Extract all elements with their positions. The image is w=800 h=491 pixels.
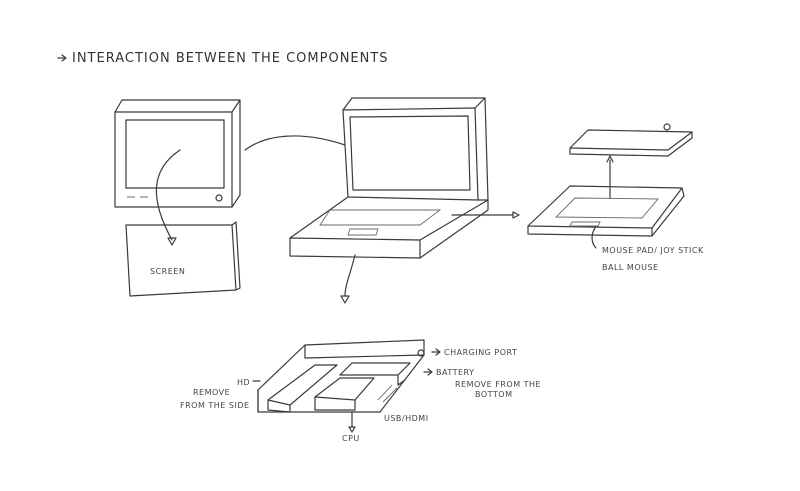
screen-panel-sketch — [125, 221, 241, 297]
arrow-head-icon — [348, 426, 356, 433]
screen-arrow — [155, 149, 181, 241]
label-charging-port: CHARGING PORT — [444, 348, 517, 357]
monitor-sketch — [114, 99, 241, 208]
arrow-head-icon — [431, 348, 441, 356]
label-cpu: CPU — [342, 434, 360, 443]
label-mouse-pad: MOUSE PAD/ JOY STICK — [602, 246, 704, 255]
arrow-head-icon — [340, 295, 350, 304]
label-usb-hdmi: USB/HDMI — [384, 414, 429, 423]
arrow-head-icon — [167, 237, 177, 246]
label-battery: BATTERY — [436, 368, 474, 377]
mouse-pad-arrow — [591, 227, 597, 249]
arrow-head-icon — [512, 211, 520, 219]
arrow-head-icon — [423, 368, 433, 376]
laptop-sketch — [289, 97, 489, 259]
label-hd-note-1: REMOVE — [193, 388, 230, 397]
touchpad-frame-sketch — [527, 185, 685, 237]
label-battery-note-1: REMOVE FROM THE — [455, 380, 541, 389]
label-hd: HD — [237, 378, 250, 387]
label-battery-note-2: BOTTOM — [475, 390, 512, 399]
title-arrow-icon — [57, 54, 67, 62]
arrow-head-icon — [606, 155, 614, 163]
diagram-title: INTERACTION BETWEEN THE COMPONENTS — [72, 51, 389, 66]
monitor-arrow — [244, 135, 346, 151]
label-ball-mouse: BALL MOUSE — [602, 263, 659, 272]
touchpad-cover-sketch — [569, 123, 693, 157]
internals-arrow — [344, 254, 356, 297]
label-hd-note-2: FROM THE SIDE — [180, 401, 250, 410]
laptop-internals-sketch — [257, 339, 425, 413]
label-screen: SCREEN — [150, 267, 185, 276]
